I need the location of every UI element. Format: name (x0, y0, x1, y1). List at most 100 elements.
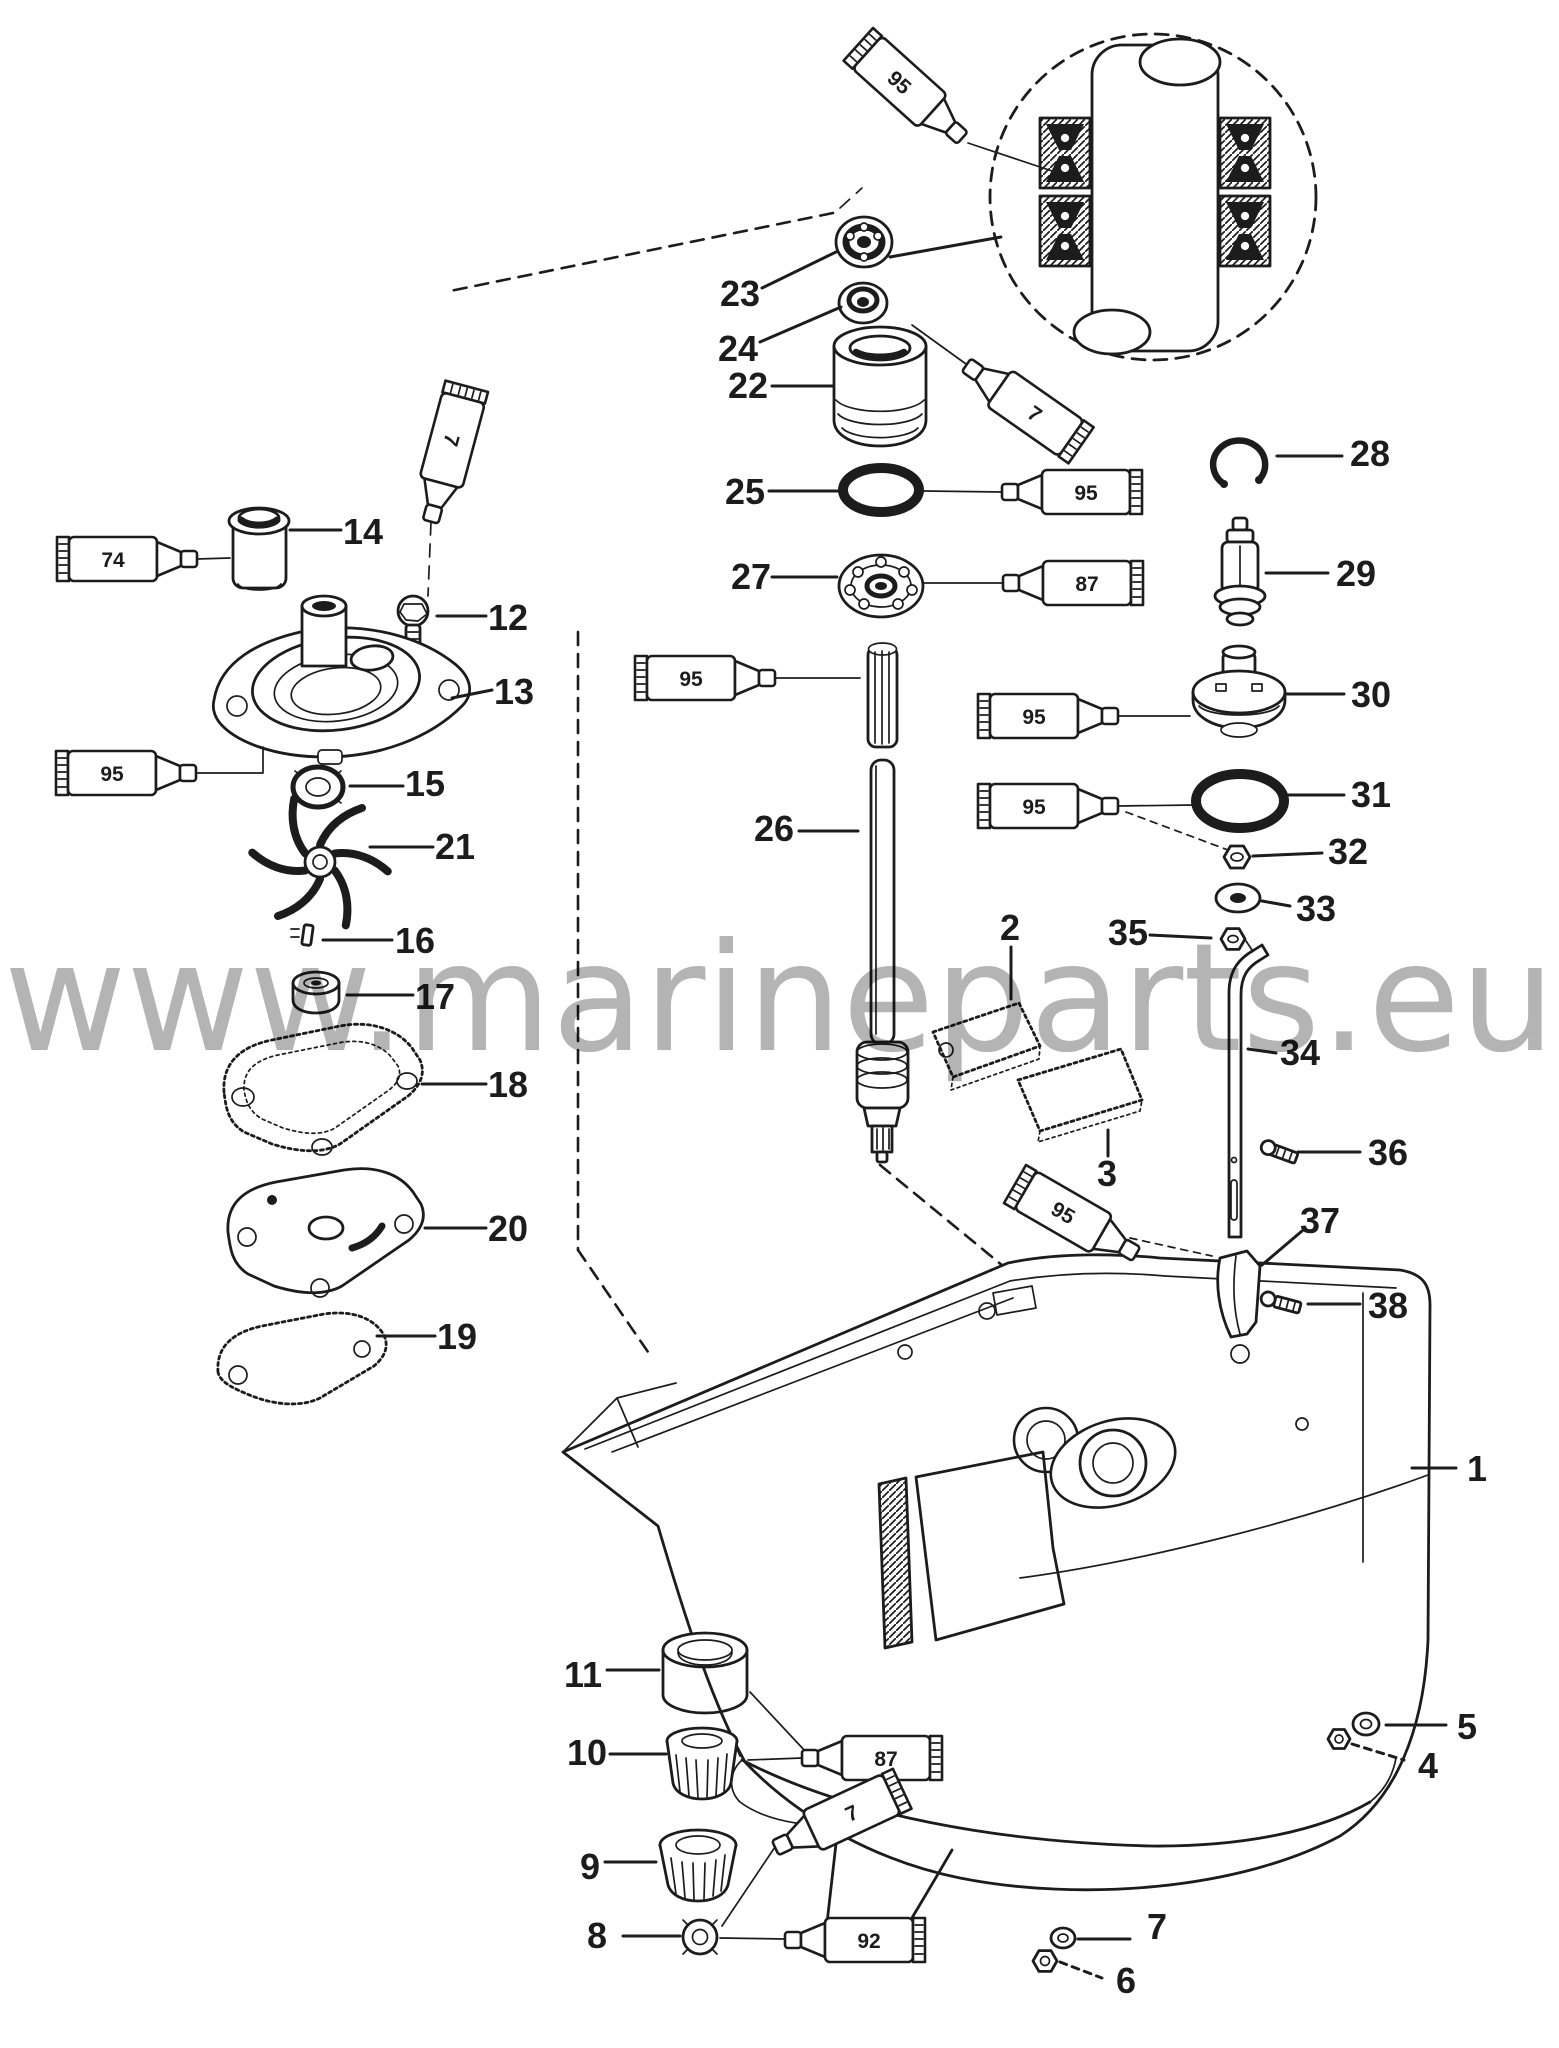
svg-text:26: 26 (754, 808, 794, 849)
part-32-nut (1222, 844, 1252, 870)
part-20-pump-base-plate (226, 1167, 425, 1298)
callout-22: 22 (728, 365, 835, 406)
callout-14: 14 (288, 511, 383, 552)
svg-text:8: 8 (587, 1915, 607, 1956)
callout-32: 32 (1251, 831, 1368, 872)
callout-15: 15 (348, 763, 445, 804)
callout-17: 17 (345, 976, 455, 1017)
svg-text:2: 2 (1000, 907, 1020, 948)
part-28-snap-ring (1209, 437, 1269, 488)
part-11-bearing-race (661, 1631, 749, 1715)
part-14-bushing (227, 506, 291, 591)
callout-26: 26 (754, 808, 860, 849)
part-15-seal-ring (290, 764, 346, 810)
callout-9: 9 (580, 1846, 658, 1887)
lubricant-tube-74: 74 (55, 535, 199, 583)
svg-text:95: 95 (1022, 796, 1046, 819)
part-33-washer (1214, 882, 1262, 914)
callout-13: 13 (450, 671, 534, 712)
svg-text:32: 32 (1328, 831, 1368, 872)
callout-37: 37 (1260, 1200, 1340, 1267)
callout-4: 4 (1350, 1742, 1438, 1786)
callout-8: 8 (587, 1915, 682, 1956)
callout-20: 20 (423, 1208, 528, 1249)
callout-31: 31 (1285, 774, 1391, 815)
callout-38: 38 (1306, 1285, 1408, 1326)
part-35-nut (1219, 927, 1247, 951)
svg-text:92: 92 (857, 1930, 880, 1953)
svg-text:17: 17 (415, 976, 455, 1017)
part-4-nut (1326, 1728, 1352, 1750)
svg-text:95: 95 (679, 668, 703, 691)
callout-25: 25 (725, 471, 843, 512)
part-7-washer (1049, 1926, 1077, 1950)
callout-36: 36 (1296, 1132, 1408, 1173)
svg-text:9: 9 (580, 1846, 600, 1887)
lubricant-tube-87-to-27: 87 (1001, 559, 1145, 607)
svg-text:18: 18 (488, 1064, 528, 1105)
svg-text:74: 74 (101, 549, 125, 572)
part-2-plate (931, 1001, 1042, 1091)
part-9-bearing (658, 1828, 738, 1903)
svg-text:23: 23 (720, 273, 760, 314)
callout-29: 29 (1264, 553, 1376, 594)
svg-text:33: 33 (1296, 888, 1336, 929)
svg-text:87: 87 (1075, 573, 1098, 596)
lubricant-tube-87-to-10: 87 (800, 1734, 944, 1782)
lubricant-tube-95-top: 95 (842, 26, 979, 156)
callout-33: 33 (1260, 888, 1336, 929)
callout-19: 19 (375, 1316, 477, 1357)
svg-text:37: 37 (1300, 1200, 1340, 1241)
svg-text:13: 13 (494, 671, 534, 712)
callout-30: 30 (1285, 674, 1391, 715)
svg-text:38: 38 (1368, 1285, 1408, 1326)
callout-21: 21 (368, 826, 475, 867)
svg-text:11: 11 (564, 1654, 602, 1695)
part-6-nut (1031, 1949, 1059, 1973)
callout-10: 10 (567, 1732, 668, 1773)
part-29-shift-cam (1213, 516, 1267, 627)
svg-text:15: 15 (405, 763, 445, 804)
part-27-bearing (837, 553, 925, 619)
lubricant-tube-95-lower: 95 (1002, 1163, 1149, 1275)
svg-text:14: 14 (343, 511, 383, 552)
part-23-ball-bearing (834, 215, 894, 269)
callout-2: 2 (1000, 907, 1020, 1001)
part-13-water-pump-housing (211, 594, 471, 765)
part-34-shift-rod (1227, 940, 1270, 1239)
svg-text:1: 1 (1467, 1448, 1487, 1489)
svg-text:31: 31 (1351, 774, 1391, 815)
part-22-seal-carrier (832, 325, 928, 448)
detail-view-driveshaft-seals (888, 32, 1318, 362)
svg-text:35: 35 (1108, 912, 1148, 953)
callout-27: 27 (731, 556, 839, 597)
svg-text:28: 28 (1350, 433, 1390, 474)
svg-text:25: 25 (725, 471, 765, 512)
svg-text:29: 29 (1336, 553, 1376, 594)
callout-6: 6 (1058, 1960, 1136, 2001)
callout-35: 35 (1108, 912, 1213, 953)
part-3-plate (1016, 1047, 1144, 1143)
tube-leader-lines (195, 142, 1195, 1940)
svg-text:16: 16 (395, 920, 435, 961)
lubricant-tube-95-left: 95 (54, 749, 198, 797)
part-31-o-ring (1191, 769, 1289, 833)
callout-23: 23 (720, 250, 838, 314)
part-25-o-ring (838, 463, 924, 517)
seal-cross-section-right (1218, 116, 1272, 268)
part-36-screw (1259, 1139, 1299, 1165)
callout-7: 7 (1076, 1906, 1167, 1947)
svg-text:22: 22 (728, 365, 768, 406)
callout-11: 11 (564, 1654, 661, 1695)
lubricant-tube-95-to-25: 95 (1000, 468, 1144, 516)
part-18-gasket (222, 1022, 424, 1156)
svg-text:7: 7 (1147, 1906, 1167, 1947)
svg-text:10: 10 (567, 1732, 607, 1773)
lubricant-tube-95-to-31: 95 (976, 782, 1120, 830)
svg-text:7: 7 (438, 431, 463, 448)
lubricant-tube-7-bottom: 7 (764, 1767, 913, 1870)
lubricant-tube-7-mid: 7 (952, 345, 1095, 465)
callout-34: 34 (1246, 1032, 1320, 1073)
svg-text:12: 12 (488, 597, 528, 638)
